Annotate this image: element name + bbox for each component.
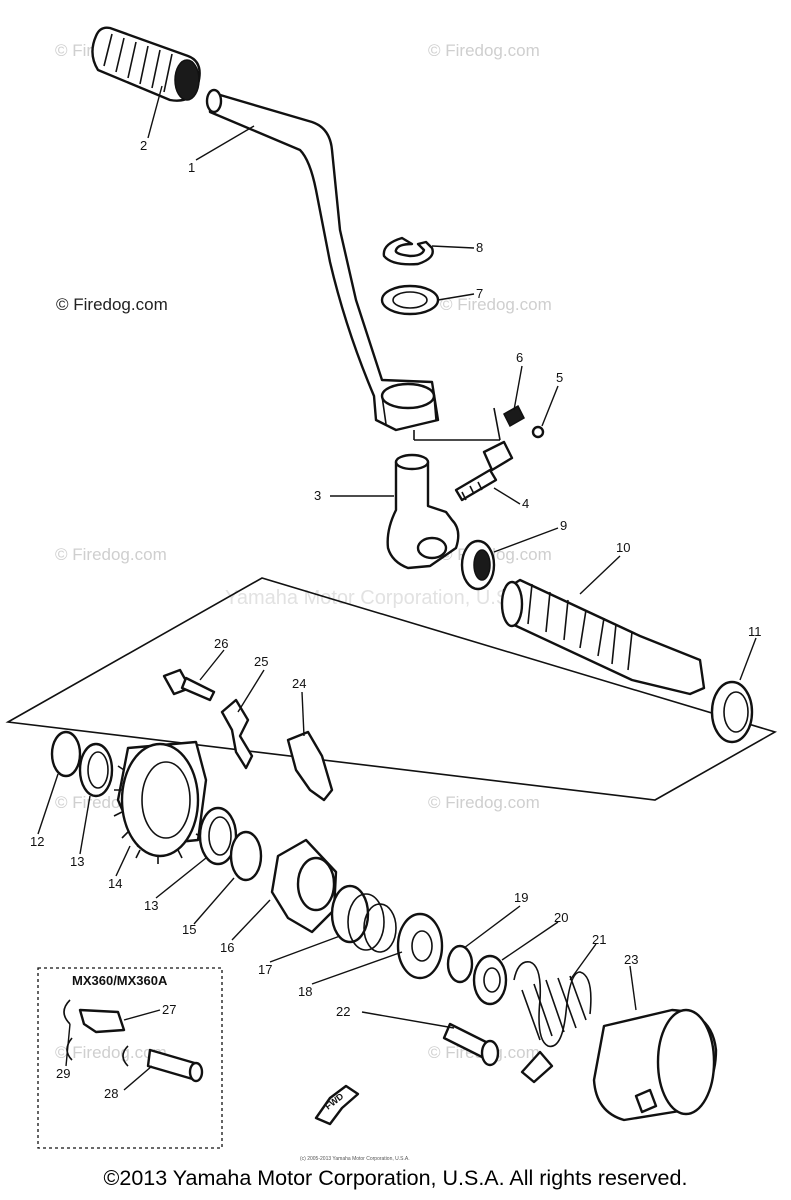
copyright-notice: ©2013 Yamaha Motor Corporation, U.S.A. A… (103, 1166, 688, 1190)
part-4-bolt (454, 440, 514, 502)
callout-numbers: 2 1 8 7 6 5 3 4 9 10 11 26 25 24 12 13 1… (30, 138, 762, 1101)
callout-7: 7 (476, 286, 483, 301)
part-12-circlip (50, 730, 82, 778)
part-15-circlip (229, 830, 263, 882)
part-10-kick-axle (500, 578, 706, 696)
watermark: © Firedog.com (55, 1043, 167, 1062)
part-16-ratchet (270, 838, 338, 934)
callout-29: 29 (56, 1066, 70, 1081)
callout-19: 19 (514, 890, 528, 905)
part-22-pin (442, 1022, 500, 1067)
callout-14: 14 (108, 876, 122, 891)
callout-5: 5 (556, 370, 563, 385)
callout-16: 16 (220, 940, 234, 955)
variant-label: MX360/MX360A (72, 973, 168, 988)
part-21-kick-spring (513, 961, 592, 1084)
watermark-brand: Yamaha Motor Corporation, U.S.A. (225, 587, 534, 609)
callout-24: 24 (292, 676, 306, 691)
callout-25: 25 (254, 654, 268, 669)
callout-26: 26 (214, 636, 228, 651)
part-24-plate (286, 730, 334, 802)
callout-15: 15 (182, 922, 196, 937)
callout-18: 18 (298, 984, 312, 999)
variant-box (37, 967, 223, 1149)
part-27-clip (78, 1008, 126, 1034)
watermark: © Firedog.com (440, 295, 552, 314)
part-13-washer (198, 806, 238, 866)
callout-28: 28 (104, 1086, 118, 1101)
fine-print: (c) 2005-2013 Yamaha Motor Corporation, … (300, 1156, 410, 1162)
leader-lines (37, 85, 757, 1091)
watermark-featured: © Firedog.com (56, 295, 168, 314)
callout-27: 27 (162, 1002, 176, 1017)
part-3-kick-boss (386, 453, 460, 570)
part-18-washer (396, 912, 444, 980)
callout-20: 20 (554, 910, 568, 925)
callout-9: 9 (560, 518, 567, 533)
callout-13: 13 (70, 854, 84, 869)
part-8-circlip (382, 236, 434, 266)
part-11-washer (710, 680, 754, 744)
callout-22: 22 (336, 1004, 350, 1019)
callout-21: 21 (592, 932, 606, 947)
part-2-grip (91, 26, 201, 102)
part-13-washer (78, 742, 114, 798)
part-5-ball (531, 425, 545, 439)
callout-4: 4 (522, 496, 529, 511)
part-25-clip (220, 698, 254, 770)
part-17-spring (330, 884, 397, 953)
watermark: © Firedog.com (428, 793, 540, 812)
callout-12: 12 (30, 834, 44, 849)
callout-13: 13 (144, 898, 158, 913)
part-23-cover (592, 1008, 718, 1122)
callout-23: 23 (624, 952, 638, 967)
part-20-washer (472, 954, 508, 1006)
part-9-oil-seal (460, 539, 496, 591)
watermark: © Firedog.com (55, 545, 167, 564)
callout-3: 3 (314, 488, 321, 503)
part-14-kick-gear (113, 740, 208, 864)
callout-11: 11 (748, 624, 762, 639)
part-28-shaft (146, 1048, 204, 1083)
callout-8: 8 (476, 240, 483, 255)
part-19-circlip (446, 944, 474, 984)
part-26-bolt (162, 668, 216, 702)
part-1-kick-crank (205, 88, 440, 432)
part-6-spring (413, 404, 525, 441)
assembly-outline (5, 577, 778, 801)
part-7-washer (380, 284, 440, 316)
callout-17: 17 (258, 962, 272, 977)
callout-1: 1 (188, 160, 195, 175)
watermark: © Firedog.com (428, 41, 540, 60)
callout-6: 6 (516, 350, 523, 365)
fwd-arrow-icon: FWD (314, 1084, 360, 1126)
callout-10: 10 (616, 540, 630, 555)
callout-2: 2 (140, 138, 147, 153)
